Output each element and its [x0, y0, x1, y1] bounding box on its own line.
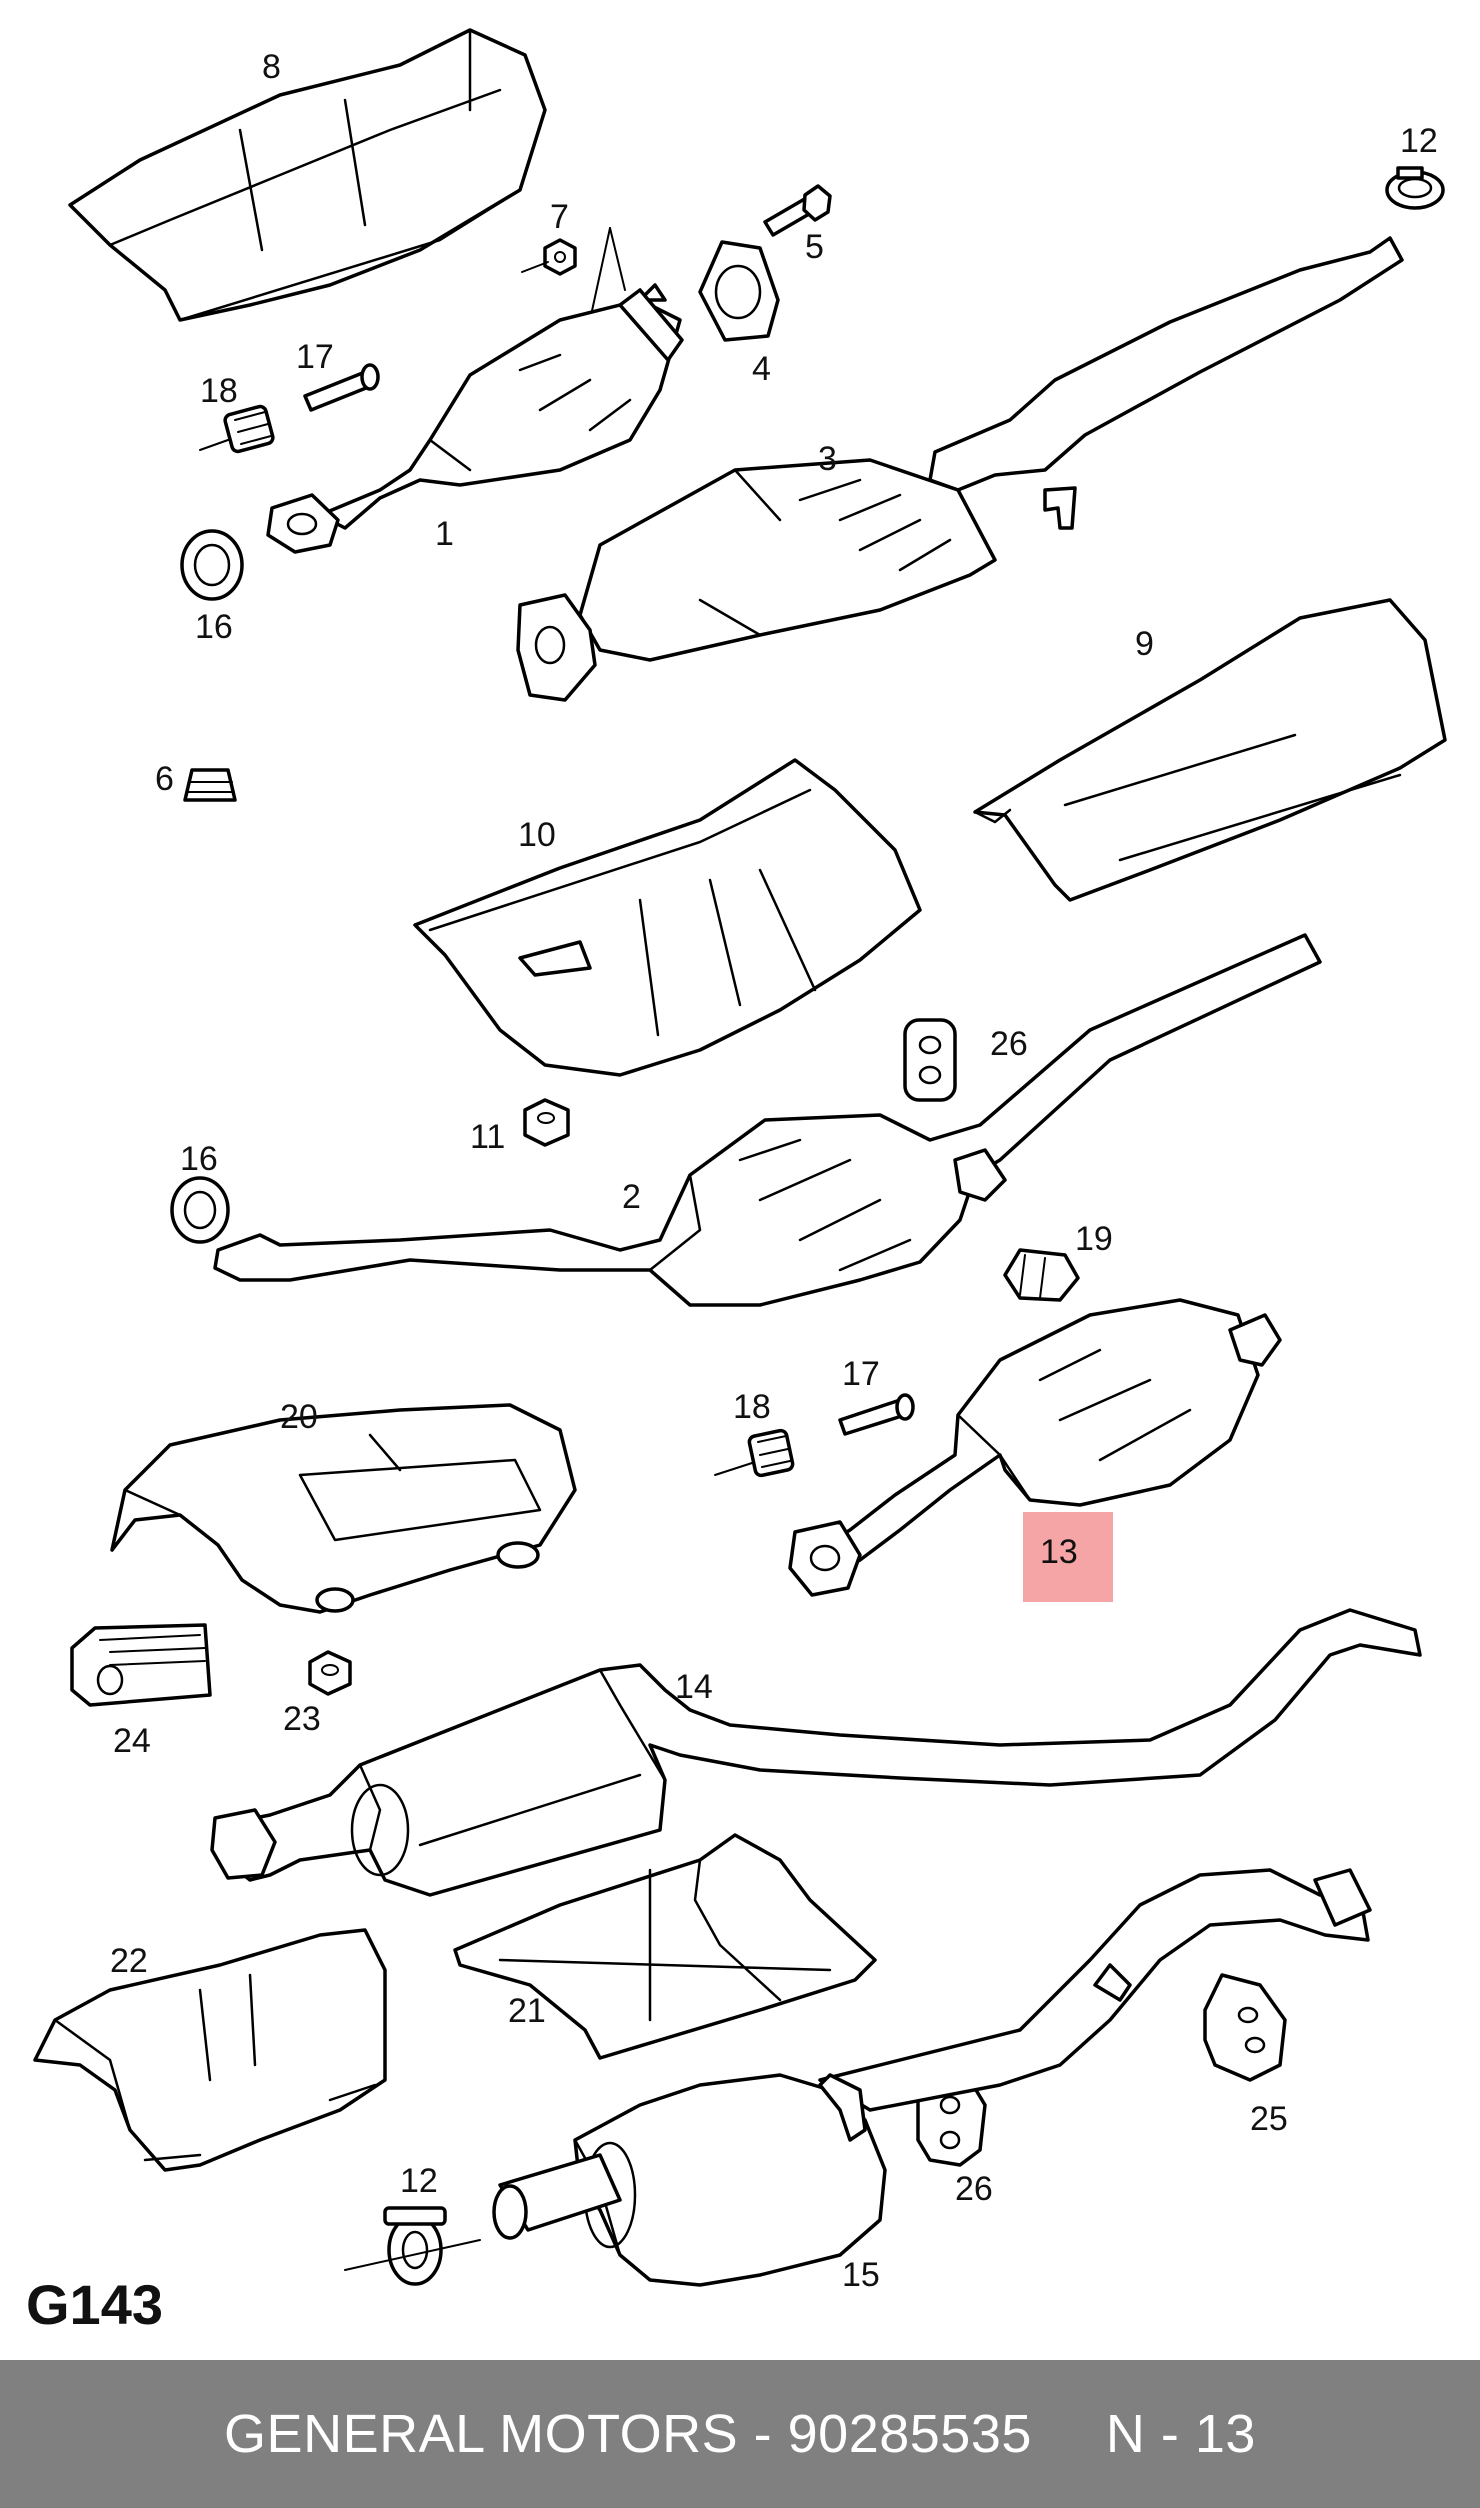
- footer-reference: N - 13: [1105, 2404, 1256, 2464]
- label-part-19: 19: [1075, 1220, 1113, 1258]
- label-part-3: 3: [818, 440, 837, 478]
- part-19-bracket[interactable]: [1003, 1248, 1080, 1302]
- part-12-clamp-bottom[interactable]: [344, 2206, 481, 2286]
- label-part-1: 1: [435, 515, 454, 553]
- diagram-code: G143: [26, 2273, 163, 2336]
- part-13-center-silencer[interactable]: [788, 1298, 1282, 1597]
- label-part-12-bottom: 12: [400, 2162, 438, 2200]
- part-7-nut[interactable]: [521, 227, 626, 321]
- label-part-26-top: 26: [990, 1025, 1028, 1063]
- label-part-24: 24: [113, 1722, 151, 1760]
- part-15-rear-silencer[interactable]: [492, 1868, 1372, 2287]
- footer-brand-part-number: GENERAL MOTORS - 90285535: [224, 2404, 1032, 2464]
- part-5-bolt[interactable]: [763, 184, 832, 237]
- part-21-cover-plate[interactable]: [453, 1833, 877, 2060]
- part-13-highlight: [1023, 1512, 1113, 1602]
- label-part-16-top: 16: [195, 608, 233, 646]
- part-6-grommet[interactable]: [183, 768, 237, 802]
- label-part-4: 4: [752, 350, 771, 388]
- label-part-12-top: 12: [1400, 122, 1438, 160]
- part-16-ring-top[interactable]: [180, 529, 244, 601]
- part-9-heat-shield[interactable]: [973, 598, 1447, 902]
- part-14-silencer-pipe[interactable]: [210, 1608, 1422, 1897]
- part-3-catalyst-pipe[interactable]: [516, 236, 1404, 702]
- part-22-heat-shield[interactable]: [33, 1928, 387, 2172]
- part-8-heat-shield[interactable]: [68, 28, 547, 322]
- part-17-stud-mid[interactable]: [838, 1393, 915, 1436]
- part-26-mount-top[interactable]: [903, 1018, 957, 1102]
- label-part-16-mid: 16: [180, 1140, 218, 1178]
- label-part-18-mid: 18: [733, 1388, 771, 1426]
- part-2-catalyst-pipe[interactable]: [213, 933, 1322, 1307]
- part-18-spring-top[interactable]: [199, 404, 275, 454]
- label-part-9: 9: [1135, 625, 1154, 663]
- label-part-17-top: 17: [296, 338, 334, 376]
- label-part-22: 22: [110, 1942, 148, 1980]
- part-23-nut[interactable]: [308, 1650, 352, 1696]
- part-4-gasket[interactable]: [698, 240, 780, 342]
- part-10-heat-shield[interactable]: [413, 758, 922, 1077]
- label-part-8: 8: [262, 48, 281, 86]
- label-part-15: 15: [842, 2256, 880, 2294]
- label-part-25: 25: [1250, 2100, 1288, 2138]
- label-part-18-top: 18: [200, 372, 238, 410]
- label-part-5: 5: [805, 228, 824, 266]
- label-part-11: 11: [470, 1118, 505, 1156]
- label-part-7: 7: [550, 198, 569, 236]
- label-part-14: 14: [675, 1668, 713, 1706]
- label-part-17-mid: 17: [842, 1355, 880, 1393]
- part-11-nut[interactable]: [523, 1098, 570, 1147]
- label-part-26-bottom: 26: [955, 2170, 993, 2208]
- label-part-10: 10: [518, 816, 556, 854]
- part-18-spring-mid[interactable]: [714, 1428, 795, 1478]
- label-part-2: 2: [622, 1178, 641, 1216]
- part-24-rubber-block[interactable]: [70, 1623, 212, 1707]
- footer-bar: GENERAL MOTORS - 90285535 N - 13: [0, 2360, 1480, 2508]
- part-16-ring-mid[interactable]: [170, 1176, 230, 1244]
- label-part-23: 23: [283, 1700, 321, 1738]
- label-part-21: 21: [508, 1992, 546, 2030]
- part-25-rubber-mount[interactable]: [1203, 1973, 1287, 2082]
- label-part-6: 6: [155, 760, 174, 798]
- part-20-heat-shield[interactable]: [110, 1403, 577, 1614]
- part-12-clamp-top[interactable]: [1385, 166, 1445, 210]
- exhaust-system-diagram: 8 7 5 4 12 17 18 1 16 3 9 6 10 26 11 16 …: [33, 28, 1447, 2294]
- label-part-13: 13: [1040, 1533, 1078, 1571]
- part-17-stud-top[interactable]: [303, 363, 380, 412]
- part-1-front-catalyst[interactable]: [266, 283, 684, 554]
- label-part-20: 20: [280, 1398, 318, 1436]
